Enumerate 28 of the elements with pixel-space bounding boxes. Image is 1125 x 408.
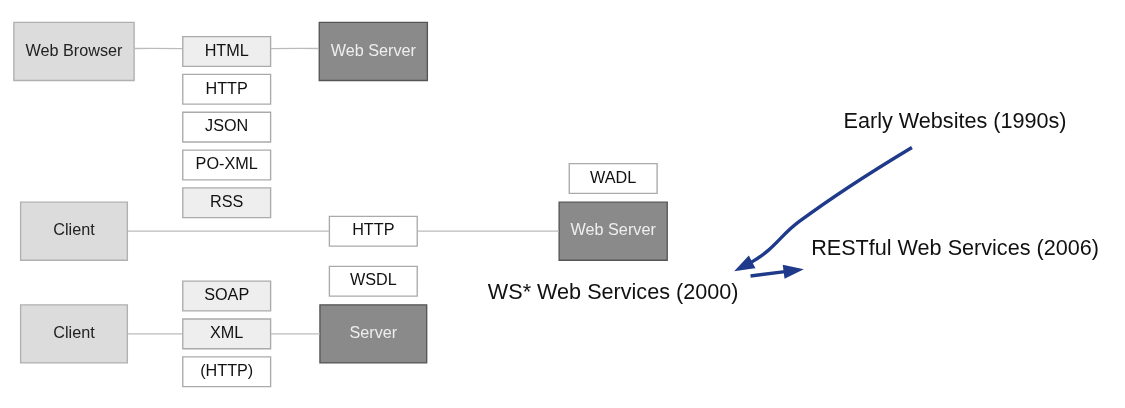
arrow xyxy=(750,264,804,279)
connector xyxy=(270,47,320,49)
node-box: JSON xyxy=(182,111,272,143)
node-text: Early Websites (1990s) xyxy=(843,107,1067,133)
node-box: Client xyxy=(19,200,129,261)
node-text: RESTful Web Services (2006) xyxy=(811,234,1099,260)
node-box: SOAP xyxy=(182,280,272,312)
arrow xyxy=(734,145,913,271)
node-box: (HTTP) xyxy=(182,355,272,387)
connector xyxy=(127,230,330,232)
connector xyxy=(126,332,183,335)
node-box: Web Browser xyxy=(13,21,135,81)
node-box: WADL xyxy=(568,162,658,194)
connector xyxy=(133,47,184,49)
node-box: XML xyxy=(182,317,272,349)
node-box: RSS xyxy=(182,186,272,218)
node-box: PO-XML xyxy=(182,148,272,180)
connector xyxy=(416,230,560,232)
connector xyxy=(270,332,321,335)
node-box: HTTP xyxy=(328,215,418,247)
node-box: WSDL xyxy=(328,265,418,297)
node-box: HTML xyxy=(182,35,272,67)
node-text: WS* Web Services (2000) xyxy=(487,277,739,303)
node-box: Client xyxy=(19,303,129,364)
node-box: HTTP xyxy=(182,73,272,105)
node-box: Web Server xyxy=(558,200,668,261)
node-box: Web Server xyxy=(318,21,429,81)
node-box: Server xyxy=(319,303,428,364)
